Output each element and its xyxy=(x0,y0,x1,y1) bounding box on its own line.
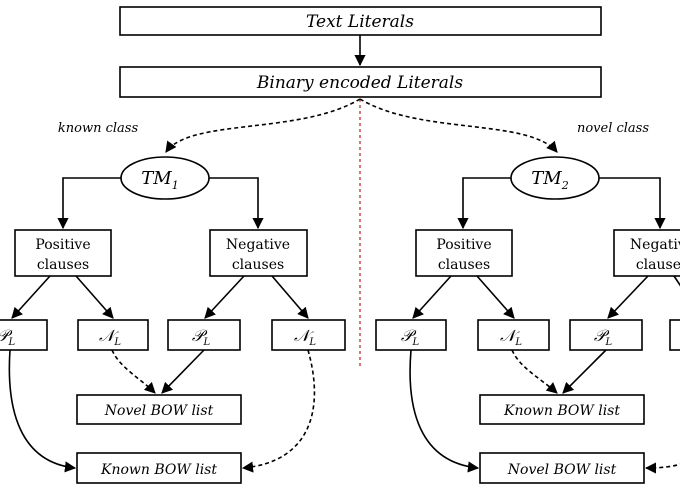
arrow-tm1-to-positive xyxy=(57,177,121,230)
arrow-lneg-to-p xyxy=(204,275,245,319)
arrow-tm1-to-negative xyxy=(209,177,264,230)
svg-text:𝒩L: 𝒩L xyxy=(99,326,121,348)
left-p1-literal-box: 𝒫L xyxy=(0,319,48,351)
left-positive-line1: Positive xyxy=(35,237,90,253)
arrow-ln1-to-novel xyxy=(111,349,156,394)
arrow-rp2-to-known xyxy=(562,349,607,394)
left-n1-symbol: 𝒩 xyxy=(99,326,119,345)
right-negative-line1: Negative xyxy=(630,237,680,253)
left-negative-line1: Negative xyxy=(226,237,290,253)
known-class-label: known class xyxy=(58,121,139,136)
arrow-rn2-to-novel xyxy=(644,462,680,474)
binary-literals-label: Binary encoded Literals xyxy=(256,73,463,93)
left-negative-line2: clauses xyxy=(232,257,284,273)
arrow-rneg-to-p xyxy=(607,275,649,319)
tm2-node: TM2 xyxy=(510,156,600,200)
right-negative-line2: clauses xyxy=(636,257,680,273)
text-literals-label: Text Literals xyxy=(306,12,414,32)
right-n1-subscript: L xyxy=(514,337,522,348)
svg-text:TM2: TM2 xyxy=(531,168,568,192)
arrow-to-tm1 xyxy=(165,98,361,153)
arrow-rn1-to-known xyxy=(511,349,558,394)
right-known-bow-box: Known BOW list xyxy=(479,394,645,425)
right-positive-line2: clauses xyxy=(438,257,490,273)
arrow-tm2-to-negative xyxy=(599,177,666,230)
left-n2-subscript: L xyxy=(308,337,316,348)
arrow-tm2-to-positive xyxy=(457,177,511,230)
tm2-label: TM xyxy=(531,168,562,189)
arrow-lp1-to-known xyxy=(8,349,77,473)
left-positive-line2: clauses xyxy=(37,257,89,273)
right-negative-clauses-box: Negative clauses xyxy=(613,229,680,277)
right-p1-subscript: L xyxy=(411,337,419,348)
tm1-label: TM xyxy=(141,168,172,189)
arrow-lp2-to-novel xyxy=(161,349,205,394)
left-p2-literal-box: 𝒫L xyxy=(167,319,241,351)
arrow-to-tm2 xyxy=(359,98,558,153)
left-n2-symbol: 𝒩 xyxy=(294,326,314,345)
left-known-bow-label: Known BOW list xyxy=(100,462,217,478)
right-p2-subscript: L xyxy=(604,337,612,348)
left-n2-literal-box: 𝒩L xyxy=(271,319,346,351)
left-p1-subscript: L xyxy=(7,337,15,348)
svg-text:𝒩L: 𝒩L xyxy=(500,326,522,348)
svg-text:TM1: TM1 xyxy=(141,168,178,192)
arrow-ln2-to-known xyxy=(241,349,316,473)
arrow-rp1-to-novel xyxy=(409,349,480,473)
left-n1-literal-box: 𝒩L xyxy=(77,319,149,351)
right-positive-clauses-box: Positive clauses xyxy=(415,229,513,277)
right-novel-bow-label: Novel BOW list xyxy=(507,462,617,478)
right-known-bow-label: Known BOW list xyxy=(503,403,620,419)
binary-literals-box: Binary encoded Literals xyxy=(119,66,602,98)
tm1-subscript: 1 xyxy=(172,179,179,192)
left-negative-clauses-box: Negative clauses xyxy=(209,229,308,277)
arrow-lpos-to-n xyxy=(75,275,114,319)
arrow-rneg-to-n xyxy=(673,275,680,287)
left-novel-bow-box: Novel BOW list xyxy=(76,394,242,425)
arrow-rpos-to-n xyxy=(476,275,515,319)
right-positive-line1: Positive xyxy=(436,237,491,253)
tm2-subscript: 2 xyxy=(561,179,569,192)
left-p2-subscript: L xyxy=(202,337,210,348)
right-novel-bow-box: Novel BOW list xyxy=(479,452,645,484)
right-n1-symbol: 𝒩 xyxy=(500,326,520,345)
arrow-rpos-to-p xyxy=(412,275,452,319)
left-known-bow-box: Known BOW list xyxy=(76,452,242,484)
right-p1-literal-box: 𝒫L xyxy=(375,319,447,351)
left-n1-subscript: L xyxy=(113,337,121,348)
right-n2-literal-box xyxy=(669,319,680,351)
arrow-lpos-to-p xyxy=(11,275,51,319)
right-p2-literal-box: 𝒫L xyxy=(569,319,643,351)
left-positive-clauses-box: Positive clauses xyxy=(14,229,112,277)
left-novel-bow-label: Novel BOW list xyxy=(104,403,214,419)
text-literals-box: Text Literals xyxy=(119,6,602,36)
svg-text:𝒩L: 𝒩L xyxy=(294,326,316,348)
right-n1-literal-box: 𝒩L xyxy=(477,319,550,351)
tm1-node: TM1 xyxy=(120,156,210,200)
novel-class-label: novel class xyxy=(577,121,649,136)
arrow-lneg-to-n xyxy=(271,275,309,319)
